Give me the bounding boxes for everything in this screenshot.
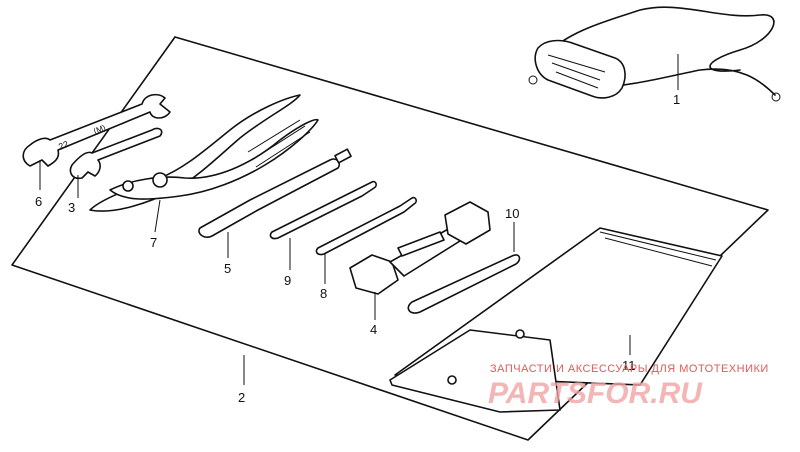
- callout-2: 2: [238, 390, 245, 405]
- callout-7: 7: [150, 235, 157, 250]
- part-7-pliers: [89, 94, 319, 212]
- part-4-spark-plug-wrench: [349, 201, 491, 295]
- part-9-screwdriver: [269, 180, 377, 240]
- part-5-screwdriver-handle: [198, 148, 352, 238]
- callout-4: 4: [370, 322, 377, 337]
- svg-text:(M): (M): [92, 123, 107, 136]
- part-11-tool-bag: [389, 227, 723, 413]
- callout-11: 11: [622, 358, 636, 373]
- part-10-pin-bar: [407, 254, 521, 314]
- callout-10: 10: [505, 206, 519, 221]
- part-8-screwdriver: [315, 196, 417, 256]
- callout-8: 8: [320, 286, 327, 301]
- svg-text:22: 22: [57, 139, 70, 152]
- leader-lines: [39, 54, 679, 385]
- tool-tray-outline: [11, 36, 769, 441]
- part-3-wrench: [69, 127, 163, 180]
- callout-9: 9: [284, 273, 291, 288]
- part-6-open-end-wrench: 22 (M): [22, 93, 171, 167]
- callout-3: 3: [68, 200, 75, 215]
- watermark-brand: PARTSFOR.RU: [488, 377, 703, 410]
- callout-1: 1: [673, 92, 680, 107]
- part-1-cushion-with-cord: [528, 6, 781, 102]
- callout-6: 6: [35, 194, 42, 209]
- watermark-tagline: ЗАПЧАСТИ И АКСЕССУАРЫ ДЛЯ МОТОТЕХНИКИ: [490, 363, 769, 375]
- callout-5: 5: [224, 261, 231, 276]
